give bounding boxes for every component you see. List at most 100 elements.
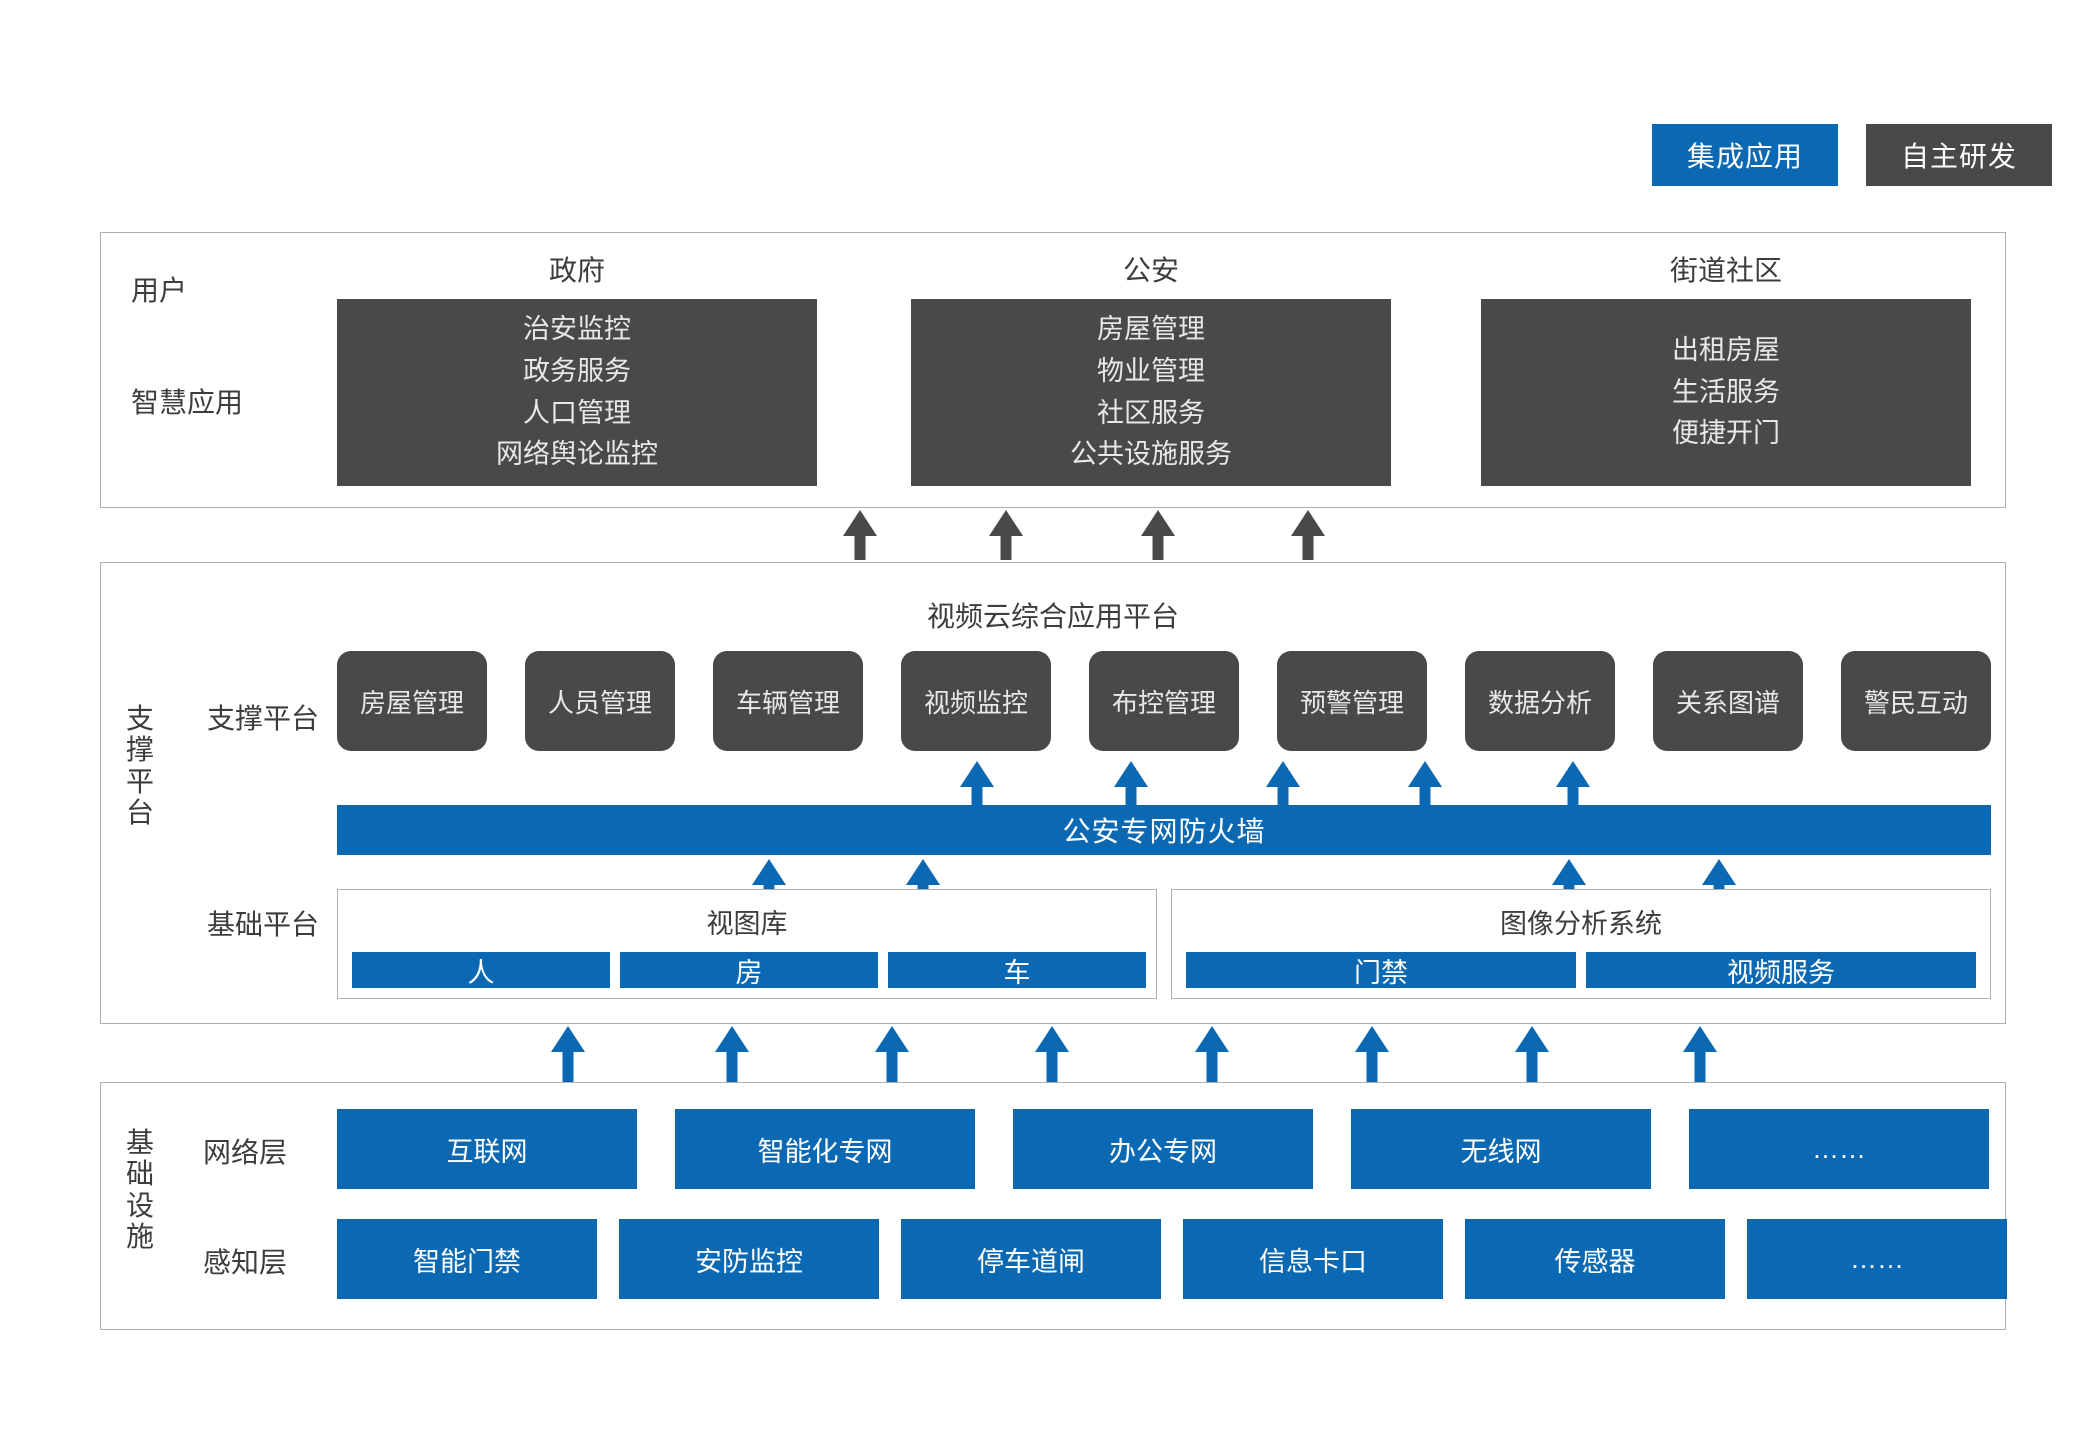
basic-item-label: 人	[467, 957, 495, 988]
module-data-analysis[interactable]: 数据分析	[1465, 651, 1615, 751]
infra-item-label: 传感器	[1554, 1246, 1636, 1277]
app-item: 生活服务	[1672, 376, 1780, 407]
infra-item-label: ……	[1812, 1133, 1866, 1164]
module-personnel-management[interactable]: 人员管理	[525, 651, 675, 751]
basic-item-access-control[interactable]: 门禁	[1186, 952, 1576, 988]
infra-item-label: ……	[1850, 1243, 1904, 1274]
row-label-smart-application: 智慧应用	[131, 387, 244, 418]
app-group-public-security: 公安 房屋管理 物业管理 社区服务 公共设施服务	[911, 249, 1391, 486]
basic-group-image-analysis-system: 图像分析系统 门禁 视频服务	[1171, 889, 1991, 999]
module-deployment-control[interactable]: 布控管理	[1089, 651, 1239, 751]
row-label-user: 用户	[131, 275, 188, 306]
flow-arrow-up-blue	[1263, 761, 1303, 805]
module-label: 关系图谱	[1675, 687, 1780, 718]
infra-item-security-surveillance[interactable]: 安防监控	[619, 1219, 879, 1299]
infra-item-label: 办公专网	[1109, 1136, 1217, 1167]
module-label: 布控管理	[1111, 687, 1216, 718]
infra-item-internet[interactable]: 互联网	[337, 1109, 637, 1189]
app-box-street-community[interactable]: 出租房屋 生活服务 便捷开门	[1481, 299, 1971, 486]
row-label-basic-platform: 基础平台	[207, 909, 320, 940]
infra-item-label: 信息卡口	[1259, 1246, 1367, 1277]
infra-item-smart-access-control[interactable]: 智能门禁	[337, 1219, 597, 1299]
flow-arrow-up-dark	[1138, 510, 1178, 560]
module-label: 数据分析	[1487, 687, 1592, 718]
module-label: 房屋管理	[359, 687, 464, 718]
basic-group-view-library: 视图库 人 房 车	[337, 889, 1157, 999]
infra-item-perception-more[interactable]: ……	[1747, 1219, 2007, 1299]
row-label-support-platform: 支撑平台	[207, 703, 320, 734]
flow-arrow-up-dark	[840, 510, 880, 560]
flow-arrow-up-dark	[1288, 510, 1328, 560]
infra-item-intelligent-private-network[interactable]: 智能化专网	[675, 1109, 975, 1189]
infra-item-wireless-network[interactable]: 无线网	[1351, 1109, 1651, 1189]
application-section: 用户 智慧应用 政府 治安监控 政务服务 人口管理 网络舆论监控 公安 房屋管理…	[100, 232, 2006, 508]
basic-item-label: 门禁	[1354, 957, 1408, 988]
legend-item-integrated-app: 集成应用	[1652, 124, 1838, 186]
row-label-network-layer: 网络层	[203, 1137, 288, 1168]
row-label-perception-layer: 感知层	[203, 1247, 288, 1278]
infra-item-information-checkpoint[interactable]: 信息卡口	[1183, 1219, 1443, 1299]
app-box-public-security[interactable]: 房屋管理 物业管理 社区服务 公共设施服务	[911, 299, 1391, 486]
legend-label: 自主研发	[1900, 141, 2017, 172]
flow-arrow-up-blue	[1405, 761, 1445, 805]
flow-arrow-up-blue	[957, 761, 997, 805]
app-item: 网络舆论监控	[496, 439, 658, 470]
app-item: 便捷开门	[1672, 418, 1780, 449]
module-police-public-interaction[interactable]: 警民互动	[1841, 651, 1991, 751]
infra-item-label: 智能门禁	[413, 1246, 521, 1277]
flow-arrow-up-blue	[548, 1026, 588, 1082]
app-item: 人口管理	[523, 397, 631, 428]
module-house-management[interactable]: 房屋管理	[337, 651, 487, 751]
flow-arrow-up-blue	[1352, 1026, 1392, 1082]
app-group-street-community: 街道社区 出租房屋 生活服务 便捷开门	[1481, 249, 1971, 486]
platform-section: 视频云综合应用平台 支撑平台 支撑平台 房屋管理 人员管理 车辆管理 视频监控 …	[100, 562, 2006, 1024]
module-label: 车辆管理	[735, 687, 840, 718]
infra-item-sensor[interactable]: 传感器	[1465, 1219, 1725, 1299]
basic-item-label: 视频服务	[1727, 957, 1835, 988]
flow-arrow-up-blue	[1512, 1026, 1552, 1082]
module-video-surveillance[interactable]: 视频监控	[901, 651, 1051, 751]
infra-item-label: 停车道闸	[977, 1246, 1085, 1277]
module-label: 视频监控	[923, 687, 1028, 718]
basic-item-person[interactable]: 人	[352, 952, 610, 988]
app-group-title: 政府	[548, 255, 605, 286]
basic-item-label: 房	[735, 957, 763, 988]
basic-group-title: 图像分析系统	[1500, 909, 1662, 939]
module-label: 预警管理	[1299, 687, 1404, 718]
legend-item-self-developed: 自主研发	[1866, 124, 2052, 186]
flow-arrow-up-blue	[1553, 761, 1593, 805]
app-item: 出租房屋	[1672, 335, 1780, 366]
infra-item-network-more[interactable]: ……	[1689, 1109, 1989, 1189]
flow-arrow-up-blue	[1192, 1026, 1232, 1082]
flow-arrow-up-blue	[712, 1026, 752, 1082]
flow-arrow-up-dark	[986, 510, 1026, 560]
infra-item-label: 互联网	[446, 1136, 528, 1167]
infra-item-label: 无线网	[1460, 1136, 1542, 1167]
app-item: 政务服务	[523, 355, 631, 386]
legend-label: 集成应用	[1686, 141, 1803, 172]
module-vehicle-management[interactable]: 车辆管理	[713, 651, 863, 751]
app-item: 社区服务	[1097, 397, 1205, 428]
basic-item-vehicle[interactable]: 车	[888, 952, 1146, 988]
platform-title: 视频云综合应用平台	[926, 601, 1179, 632]
firewall-bar[interactable]: 公安专网防火墙	[337, 805, 1991, 855]
vertical-label-support-platform: 支撑平台	[125, 703, 154, 829]
app-group-government: 政府 治安监控 政务服务 人口管理 网络舆论监控	[337, 249, 817, 486]
app-item: 治安监控	[523, 314, 631, 345]
app-item: 公共设施服务	[1070, 439, 1232, 470]
flow-arrow-up-blue	[1032, 1026, 1072, 1082]
module-relationship-graph[interactable]: 关系图谱	[1653, 651, 1803, 751]
basic-item-video-service[interactable]: 视频服务	[1586, 952, 1976, 988]
firewall-label: 公安专网防火墙	[1062, 816, 1266, 847]
flow-arrow-up-blue	[1680, 1026, 1720, 1082]
infrastructure-section: 基础设施 网络层 互联网 智能化专网 办公专网 无线网 …… 感知层 智能门禁 …	[100, 1082, 2007, 1330]
basic-item-house[interactable]: 房	[620, 952, 878, 988]
app-box-government[interactable]: 治安监控 政务服务 人口管理 网络舆论监控	[337, 299, 817, 486]
infra-item-parking-barrier[interactable]: 停车道闸	[901, 1219, 1161, 1299]
basic-item-label: 车	[1003, 957, 1031, 988]
module-early-warning[interactable]: 预警管理	[1277, 651, 1427, 751]
module-label: 警民互动	[1863, 687, 1968, 718]
app-item: 房屋管理	[1097, 314, 1205, 345]
infra-item-office-private-network[interactable]: 办公专网	[1013, 1109, 1313, 1189]
app-group-title: 街道社区	[1669, 255, 1782, 286]
